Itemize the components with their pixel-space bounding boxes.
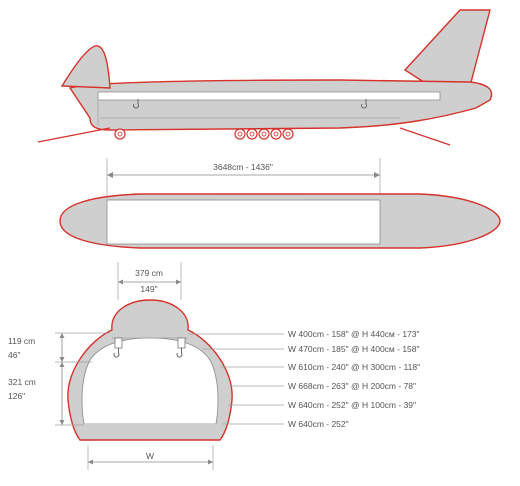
upper-width-in: 149" [140, 284, 157, 294]
crane-hook-right [176, 337, 186, 358]
profile-labels: W 400cm - 158" @ H 440cм - 173" W 470cm … [288, 329, 420, 429]
tail-fin [403, 9, 491, 87]
cargo-hold-side [97, 91, 441, 101]
floor-width-label: W [146, 451, 154, 461]
crane-hook-left [113, 337, 123, 358]
crane-hook-rear [361, 99, 367, 109]
lower-height-cm: 321 cm [8, 377, 36, 387]
profile-label: W 470cm - 185" @ H 400cм - 158" [288, 344, 420, 354]
profile-label: W 640cm - 252" [288, 419, 349, 429]
profile-label: W 400cm - 158" @ H 440cм - 173" [288, 329, 420, 339]
lower-height-in: 126" [8, 391, 25, 401]
cargo-floor [80, 424, 220, 438]
top-view: 3648cm - 1436" [59, 158, 501, 249]
side-view [37, 9, 493, 146]
profile-leaders [188, 333, 284, 425]
upper-height-in: 46" [8, 350, 20, 360]
front-ramp-line [37, 127, 111, 143]
crane-hook-front [133, 99, 139, 109]
upper-width-cm: 379 cm [135, 268, 163, 278]
cross-section-hold [81, 337, 219, 425]
cargo-hold-top [106, 199, 381, 245]
nose-gear [114, 128, 126, 140]
front-fairing [60, 45, 111, 89]
upper-height-cm: 119 cm [8, 336, 35, 346]
cross-section: 379 cm 149" 119 cm 46" 321 cm 126" [8, 262, 420, 470]
length-label: 3648cm - 1436" [213, 162, 273, 172]
main-gear [234, 128, 294, 140]
profile-label: W 668cm - 263" @ H 200cm - 78" [288, 381, 416, 391]
profile-label: W 610cm - 240" @ H 300cm - 118" [288, 362, 420, 372]
rear-ramp-line [399, 127, 451, 146]
profile-label: W 640cm - 252" @ H 100cm - 39" [288, 400, 416, 410]
